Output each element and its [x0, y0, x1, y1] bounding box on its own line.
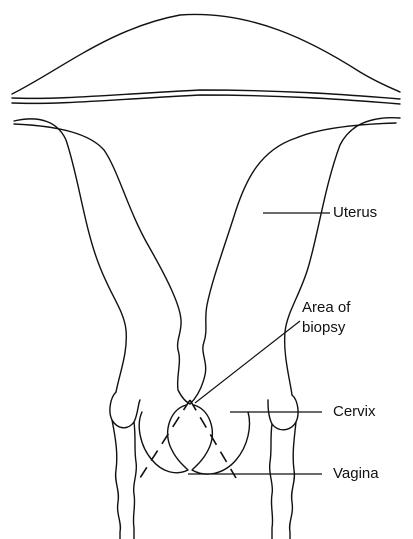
vaginal-wall-right: [290, 422, 296, 539]
biopsy-label-line1: Area of: [302, 298, 350, 317]
cervix-left-lip: [139, 405, 188, 473]
biopsy-leader-line: [195, 321, 300, 403]
vaginal-wall-left-inner: [133, 422, 136, 539]
vagina-label: Vagina: [333, 464, 379, 483]
cervix-right-lip: [192, 405, 250, 474]
vaginal-wall-right-inner: [270, 424, 273, 539]
uterus-label: Uterus: [333, 203, 377, 222]
uterus-inner-left-wall: [14, 124, 190, 404]
uterus-outer-right-wall: [285, 118, 400, 395]
vaginal-wall-left: [112, 420, 120, 539]
fundus-dome-outline: [12, 14, 400, 94]
vaginal-fornix-left: [110, 392, 140, 428]
biopsy-cone-left-dash: [140, 400, 190, 478]
cervix-label: Cervix: [333, 402, 376, 421]
fundus-band-lower: [12, 95, 400, 104]
uterus-inner-right-wall: [190, 123, 396, 404]
biopsy-label-line2: biopsy: [302, 318, 345, 337]
